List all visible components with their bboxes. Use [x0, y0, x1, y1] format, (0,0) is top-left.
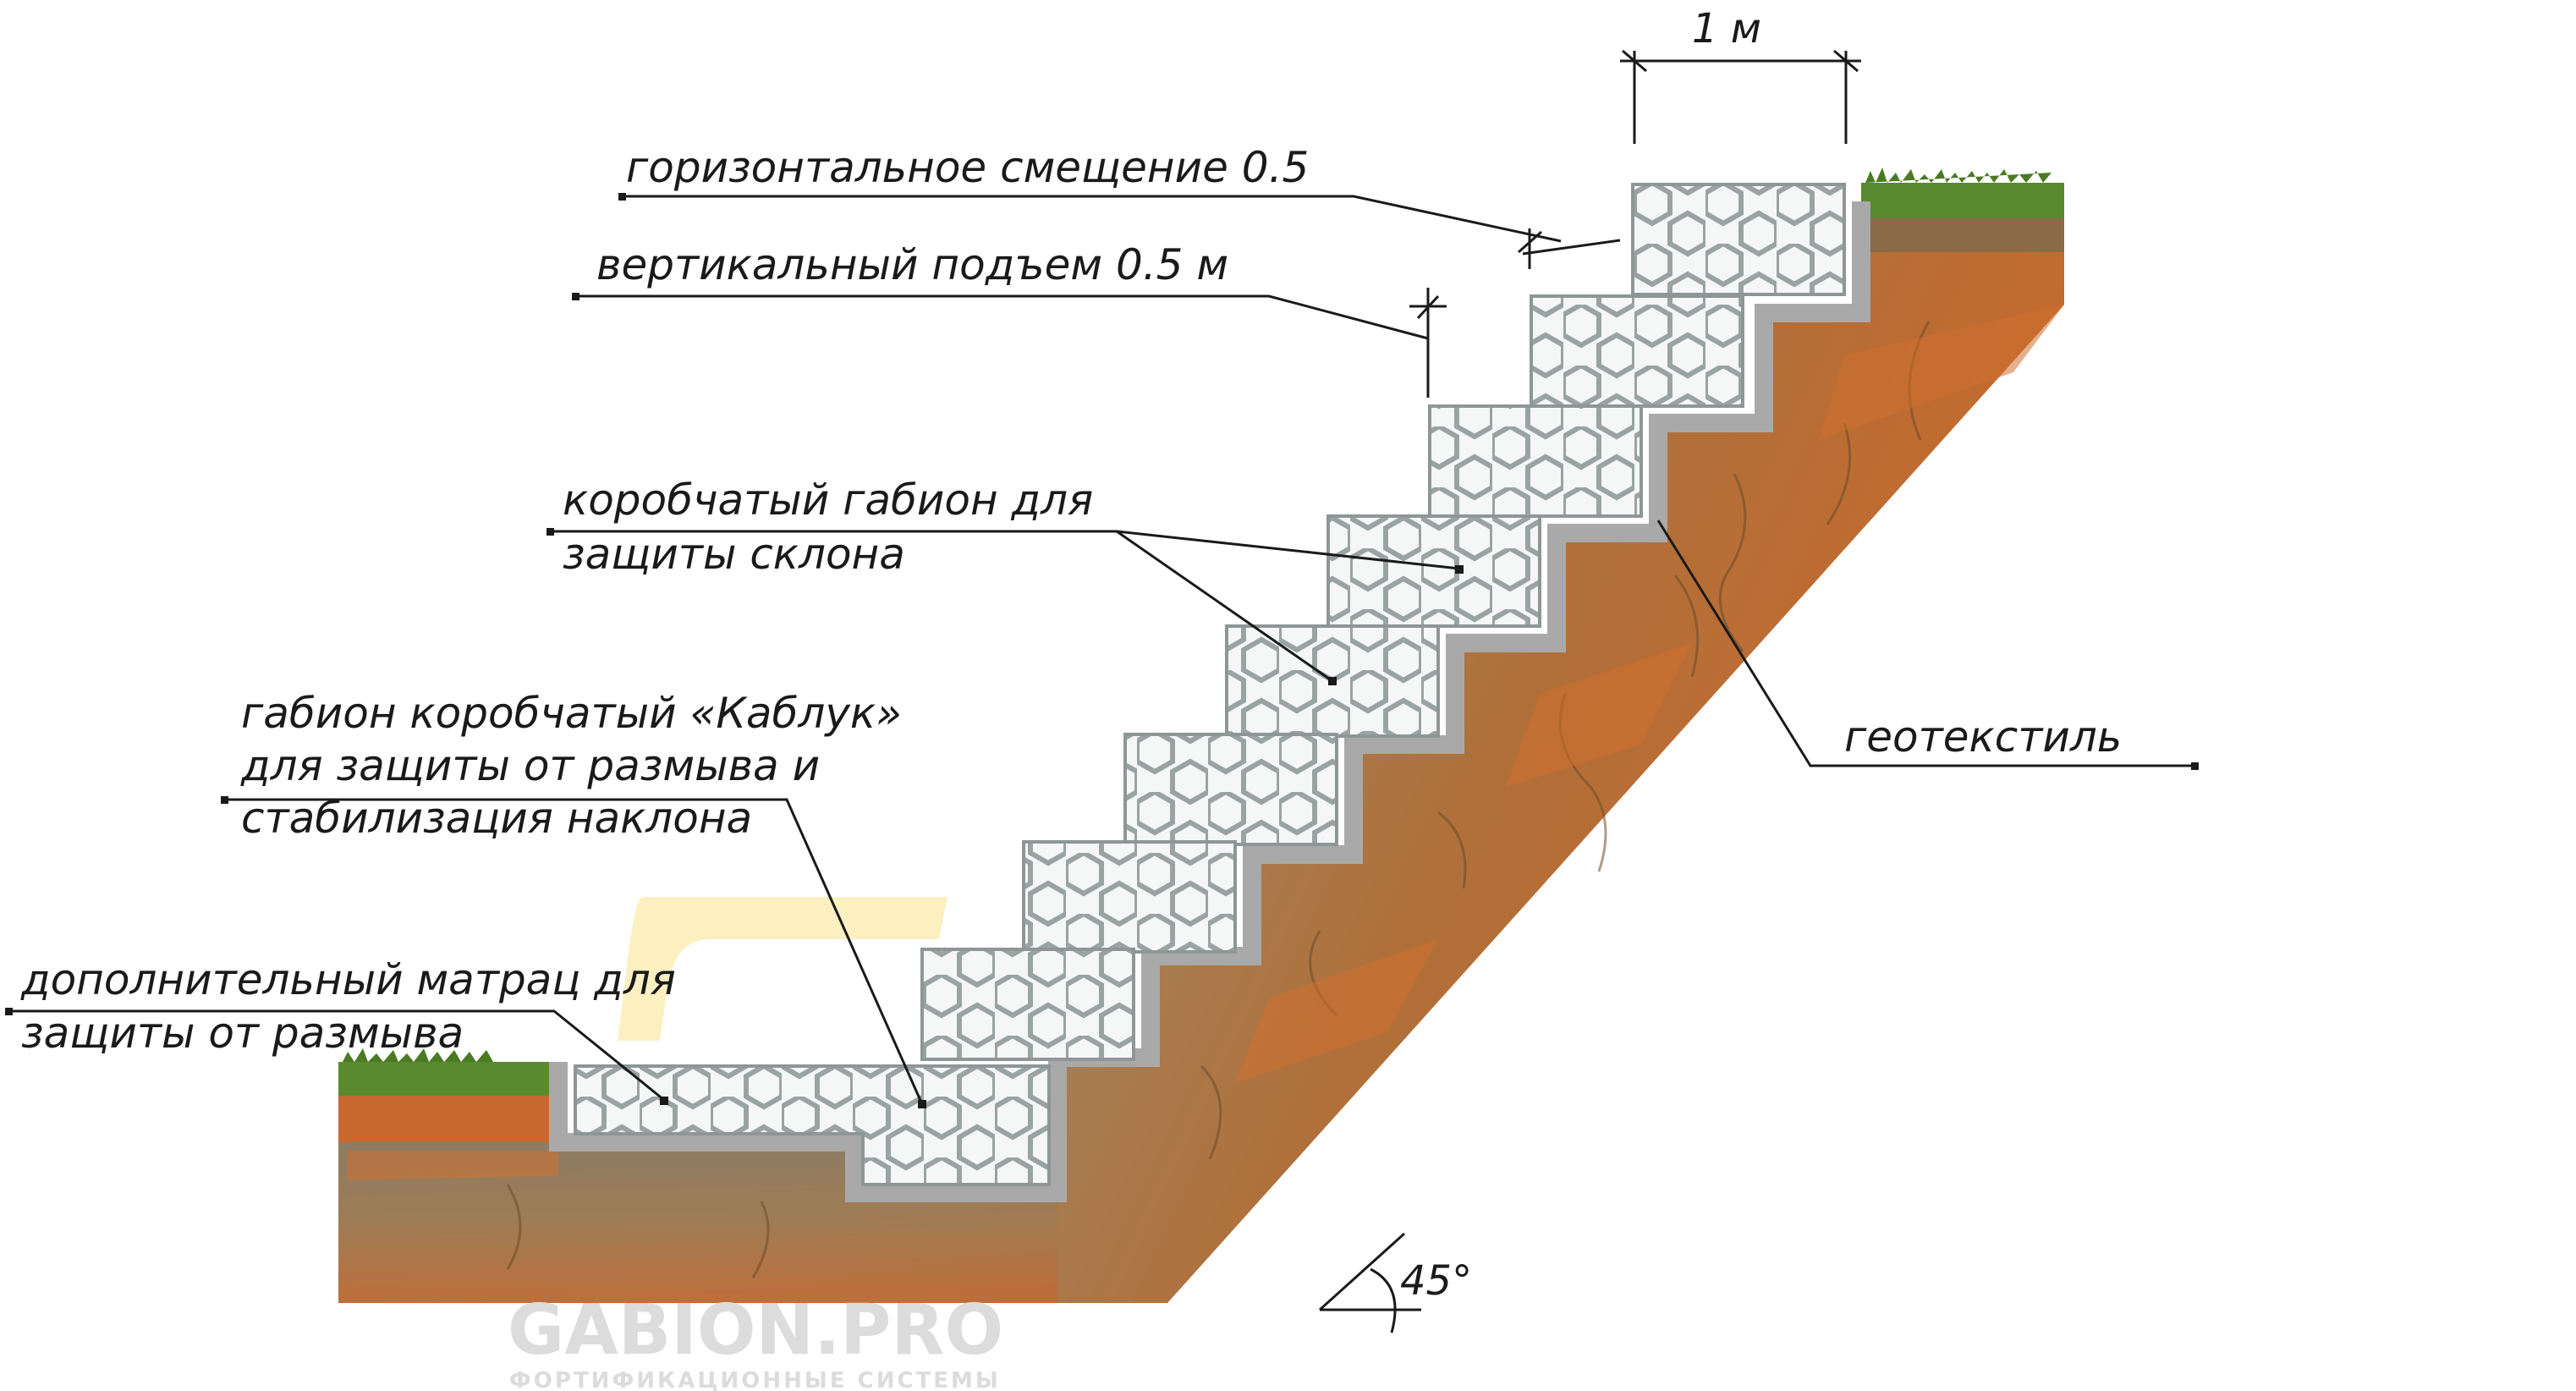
- label-box-gabion-1: коробчатый габион для: [563, 476, 1093, 525]
- geotextile-layer: [549, 201, 1870, 1202]
- label-geotextile: геотекстиль: [1844, 712, 2122, 761]
- soil-orange-bands: [347, 305, 2064, 1180]
- watermark-tagline: ФОРТИФИКАЦИОННЫЕ СИСТЕМЫ: [509, 1368, 1001, 1391]
- angle-label: 45°: [1400, 1257, 1472, 1305]
- gabion-box: [1631, 183, 1846, 296]
- gabion-box: [920, 948, 1135, 1061]
- watermark-logo-shape: [618, 897, 947, 1041]
- label-heel-2: для защиты от размыва и: [240, 741, 820, 790]
- dimension-1m: [1620, 49, 1861, 144]
- gabion-box: [1326, 514, 1541, 628]
- watermark-brand: GABION.PRO: [508, 1290, 1003, 1371]
- label-mattress-1: дополнительный матрац для: [20, 955, 676, 1004]
- leader-dots: [5, 193, 2199, 1108]
- angle-indicator: [1318, 1232, 1421, 1333]
- gabion-box: [1022, 840, 1237, 954]
- grass-bottom: [338, 1048, 558, 1142]
- label-vertical-rise: вертикальный подъем 0.5 м: [596, 240, 1228, 289]
- label-heel-1: габион коробчатый «Каблук»: [241, 689, 902, 738]
- gabion-box: [1530, 294, 1744, 408]
- label-mattress-2: защиты от размыва: [21, 1009, 464, 1058]
- dimension-label: 1 м: [1692, 5, 1761, 52]
- grass-top: [1861, 168, 2064, 252]
- bottom-soil-layer: [338, 1142, 1057, 1303]
- watermark: GABION.PRO ФОРТИФИКАЦИОННЫЕ СИСТЕМЫ: [508, 897, 1003, 1391]
- label-box-gabion-2: защиты склона: [563, 530, 905, 579]
- gabion-boxes: [574, 183, 1846, 1186]
- heel-gabion-mattress: [574, 1064, 1051, 1186]
- gabion-box: [1123, 733, 1338, 846]
- label-horizontal-offset: горизонтальное смещение 0.5: [626, 143, 1309, 192]
- label-heel-3: стабилизация наклона: [241, 794, 752, 843]
- leader-lines: [8, 195, 2195, 1105]
- gabion-box: [1428, 404, 1643, 518]
